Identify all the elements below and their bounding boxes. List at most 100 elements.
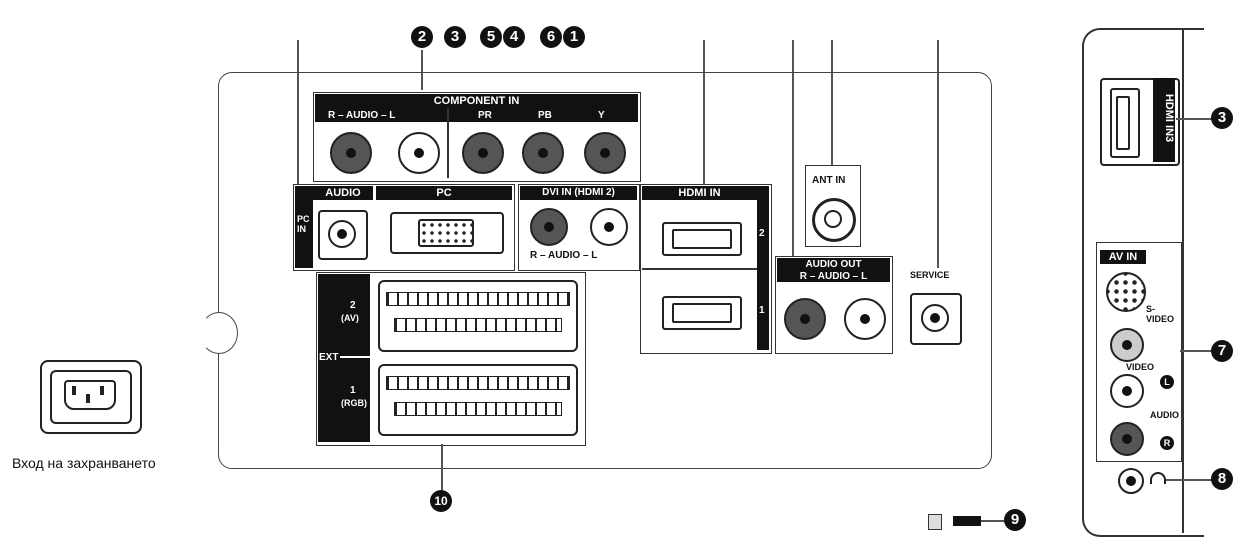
dvi-audio-r-jack[interactable] <box>530 208 568 246</box>
video-label: VIDEO <box>1126 362 1155 372</box>
antenna-jack[interactable] <box>812 198 856 242</box>
callout-8: 8 <box>1211 468 1233 490</box>
service-label: SERVICE <box>910 270 950 280</box>
component-audio-l-jack[interactable] <box>398 132 440 174</box>
headphone-icon <box>1150 472 1166 484</box>
leader-line <box>831 40 833 165</box>
headphone-jack[interactable] <box>1118 468 1144 494</box>
hdmi-in-title: HDMI IN <box>642 186 757 200</box>
audio-l-jack[interactable] <box>1110 374 1144 408</box>
pc-in-side-label: PC IN <box>297 214 310 234</box>
ext-side-bar <box>318 274 340 442</box>
audio-out-title: AUDIO OUT <box>777 258 890 270</box>
leader-line <box>937 40 939 268</box>
ext-rgb-text: (RGB) <box>341 398 367 408</box>
kensington-slot[interactable] <box>953 516 981 526</box>
callout-9: 9 <box>1004 509 1026 531</box>
s-video-label: S-VIDEO <box>1146 304 1175 324</box>
power-inlet-inner <box>50 370 132 424</box>
ext-av-text: (AV) <box>341 313 359 323</box>
hdmi3-slot-icon <box>1116 96 1130 150</box>
power-pin-icon <box>86 394 90 403</box>
pc-audio-label: AUDIO <box>313 186 373 200</box>
callout-7: 7 <box>1211 340 1233 362</box>
ant-in-label: ANT IN <box>812 175 846 186</box>
service-jack[interactable] <box>921 304 949 332</box>
component-pr-label: PR <box>478 110 492 121</box>
power-pin-icon <box>100 386 104 395</box>
callout-6: 6 <box>540 26 562 48</box>
leader-line <box>421 50 423 90</box>
callout-3: 3 <box>444 26 466 48</box>
scart-pins-icon <box>386 376 570 390</box>
leader-line <box>981 520 1005 522</box>
leader-line <box>441 444 443 490</box>
callout-1: 1 <box>563 26 585 48</box>
scart-pins-icon <box>394 402 562 416</box>
audio-label: AUDIO <box>1150 410 1179 420</box>
ext-av-number: 2 <box>350 300 356 311</box>
ext-label: EXT <box>319 352 339 363</box>
pc-in-side-bar <box>295 186 313 268</box>
side-panel <box>1082 28 1204 537</box>
divider <box>447 108 449 178</box>
callout-4: 4 <box>503 26 525 48</box>
leader-line <box>297 40 299 188</box>
hdmi-2-port[interactable] <box>662 222 742 256</box>
video-jack[interactable] <box>1110 328 1144 362</box>
side-panel-edge <box>1182 28 1202 533</box>
leader-line <box>1166 479 1212 481</box>
leader-line <box>1176 118 1212 120</box>
callout-2: 2 <box>411 26 433 48</box>
s-video-jack[interactable] <box>1106 272 1146 312</box>
power-socket-icon <box>64 380 116 410</box>
hdmi3-port[interactable] <box>1110 88 1140 158</box>
power-inlet[interactable] <box>40 360 142 434</box>
audio-out-l-jack[interactable] <box>844 298 886 340</box>
component-in-sub-bar <box>315 108 638 122</box>
power-caption: Вход на захранването <box>12 455 156 471</box>
back-panel <box>218 72 992 469</box>
component-in-title: COMPONENT IN <box>315 94 638 108</box>
component-pb-label: PB <box>538 110 552 121</box>
panel-notch <box>200 312 238 354</box>
divider <box>340 356 582 358</box>
pc-audio-jack[interactable] <box>328 220 356 248</box>
leader-line <box>792 40 794 260</box>
dvi-audio-label: R – AUDIO – L <box>530 250 598 261</box>
callout-10: 10 <box>430 490 452 512</box>
component-audio-r-jack[interactable] <box>330 132 372 174</box>
callout-3-side: 3 <box>1211 107 1233 129</box>
component-audio-label: R – AUDIO – L <box>328 110 396 121</box>
audio-out-r-jack[interactable] <box>784 298 826 340</box>
hdmi-side-bar <box>757 186 769 350</box>
dvi-in-title: DVI IN (HDMI 2) <box>520 186 637 200</box>
scart-av-port[interactable] <box>378 280 578 352</box>
audio-out-sub: R – AUDIO – L <box>777 270 890 282</box>
audio-l-badge: L <box>1160 375 1174 389</box>
component-pb-jack[interactable] <box>522 132 564 174</box>
audio-r-badge: R <box>1160 436 1174 450</box>
callout-5: 5 <box>480 26 502 48</box>
dvi-audio-l-jack[interactable] <box>590 208 628 246</box>
hdmi-1-port[interactable] <box>662 296 742 330</box>
hdmi-2-label: 2 <box>759 228 765 239</box>
hdmi3-label-bar <box>1153 78 1175 162</box>
av-in-label: AV IN <box>1100 250 1146 264</box>
divider <box>642 268 757 270</box>
antenna-center-icon <box>824 210 842 228</box>
component-y-jack[interactable] <box>584 132 626 174</box>
audio-r-jack[interactable] <box>1110 422 1144 456</box>
scart-pins-icon <box>386 292 570 306</box>
component-pr-jack[interactable] <box>462 132 504 174</box>
vga-pins-icon <box>418 219 474 247</box>
ext-num-bar <box>340 274 370 442</box>
leader-line <box>1180 350 1212 352</box>
hdmi-1-label: 1 <box>759 305 765 316</box>
leader-line <box>703 40 705 188</box>
scart-rgb-port[interactable] <box>378 364 578 436</box>
component-y-label: Y <box>598 110 605 121</box>
ext-rgb-number: 1 <box>350 385 356 396</box>
pc-label: PC <box>376 186 512 200</box>
lock-icon <box>928 514 942 530</box>
